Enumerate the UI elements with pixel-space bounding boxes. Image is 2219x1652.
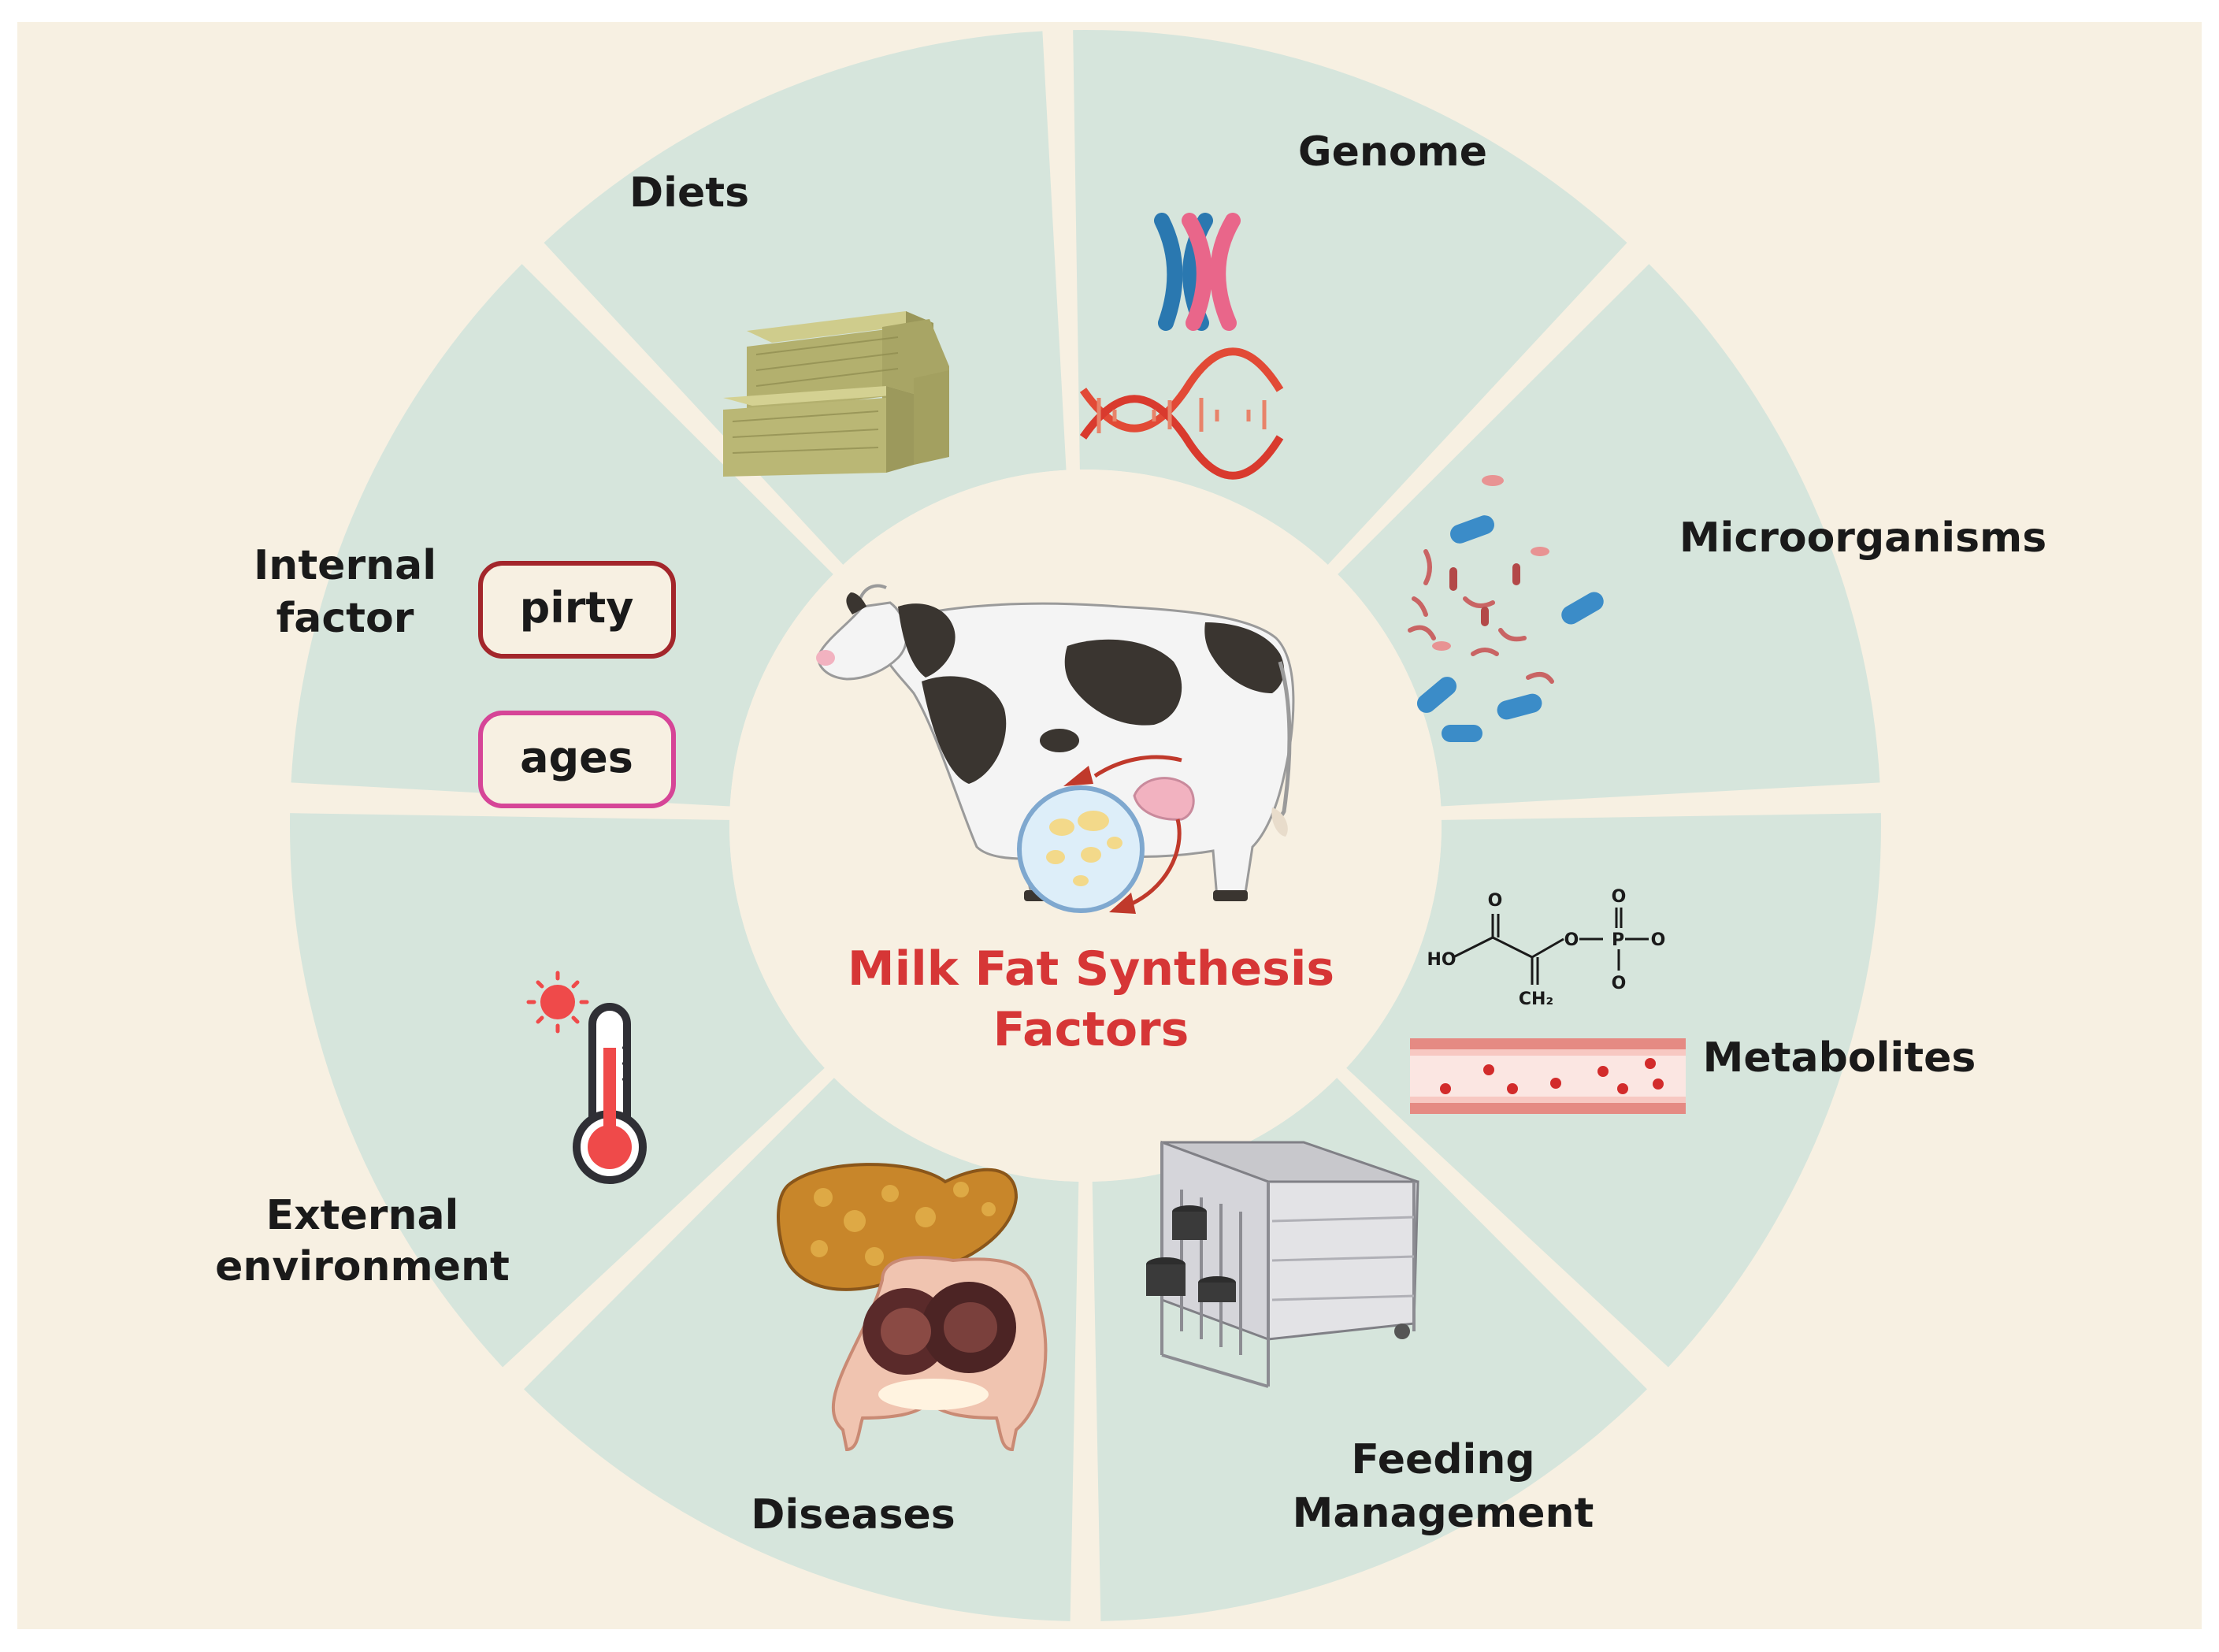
pirty-box	[478, 561, 676, 659]
cow-icon	[816, 584, 1295, 914]
internal-factor-label-line2: factor	[276, 595, 414, 642]
phosphoenolpyruvate-blood-vessel-icon: O HO O P O O O CH₂	[1410, 887, 1686, 1114]
metabolites-label: Metabolites	[1703, 1034, 1976, 1082]
chem-atom-o-phos-top: O	[1612, 887, 1627, 907]
hay-bales-icon	[723, 311, 949, 477]
ages-box	[478, 711, 676, 808]
diseases-label: Diseases	[751, 1491, 955, 1539]
diets-label: Diets	[629, 169, 749, 217]
microorganisms-label: Microorganisms	[1679, 514, 2046, 562]
chromosome-dna-icon	[1079, 213, 1284, 480]
feeding-management-label-line1: Feeding	[1351, 1436, 1534, 1483]
feeding-management-label-line2: Management	[1293, 1490, 1594, 1537]
external-environment-label-line2: environment	[215, 1243, 510, 1290]
chem-atom-o-phos-right: O	[1651, 930, 1666, 950]
chem-atom-p: P	[1612, 930, 1624, 950]
external-environment-label-line1: External	[266, 1192, 459, 1239]
chem-atom-ho: HO	[1427, 950, 1456, 970]
chem-atom-o-top: O	[1488, 891, 1503, 911]
bacteria-icon	[1408, 475, 1604, 742]
chem-atom-o-bridge: O	[1564, 930, 1579, 950]
chem-atom-o-phos-bottom: O	[1612, 974, 1627, 993]
segment-internal-factor	[291, 264, 833, 807]
chem-atom-ch2: CH₂	[1519, 989, 1553, 1009]
center-title-line2: Factors	[993, 1002, 1189, 1057]
thermometer-sun-icon	[526, 971, 647, 1184]
ages-box-text: ages	[520, 733, 633, 782]
liver-udder-icon	[777, 1163, 1048, 1452]
genome-label: Genome	[1298, 128, 1487, 176]
segment-microorganisms	[1338, 264, 1880, 807]
internal-factor-boxes: pirty ages	[478, 561, 676, 808]
segment-genome	[1073, 30, 1627, 565]
calf-hutch-icon	[1146, 1140, 1419, 1388]
internal-factor-label-line1: Internal	[254, 542, 436, 589]
center-title-line1: Milk Fat Synthesis	[848, 941, 1334, 997]
segment-external-environment	[290, 813, 825, 1368]
pirty-box-text: pirty	[520, 583, 634, 633]
